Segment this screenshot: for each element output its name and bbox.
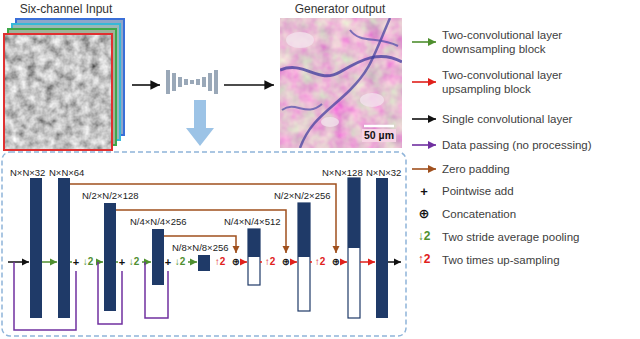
add-symbol: +: [420, 184, 428, 200]
add-symbol: +: [73, 256, 79, 269]
dimension-label: N×N×64: [49, 167, 84, 178]
legend-text: Two-convolutional layer downsampling blo…: [442, 28, 617, 56]
legend-entry: Two-convolutional layer upsampling block: [442, 68, 617, 96]
dimension-label: N×N×32: [10, 167, 45, 178]
concat-symbol: ⊕: [232, 256, 240, 268]
concat-symbol: ⊕: [282, 256, 290, 268]
pooling-symbol: ↓2: [175, 256, 186, 268]
upsample-symbol: ↑2: [315, 256, 326, 268]
dimension-label: N×N×32: [366, 167, 401, 178]
add-symbol: +: [165, 256, 171, 269]
legend-text: Zero padding: [442, 162, 617, 176]
concat-symbol: ⊕: [419, 206, 430, 222]
legend-entry: Concatenation: [442, 207, 617, 221]
dimension-label: N/4×N/4×512: [224, 216, 281, 227]
dimension-label: N/8×N/8×256: [172, 242, 229, 253]
pooling-symbol: ↓2: [129, 256, 140, 268]
input-image-stack: Six-channel Input: [4, 2, 130, 152]
image-heading: Six-channel Input: [4, 2, 128, 16]
dimension-label: N/4×N/4×256: [130, 216, 187, 227]
legend-entry: Pointwise add: [442, 184, 617, 198]
add-symbol: +: [119, 256, 125, 269]
flow-arrow: [132, 85, 274, 86]
upsample-symbol: ↑2: [265, 256, 276, 268]
dimension-label: N/2×N/2×128: [82, 190, 139, 201]
legend-text: Concatenation: [442, 207, 617, 221]
legend-text: Two times up-sampling: [442, 253, 617, 267]
legend-text: Pointwise add: [442, 184, 617, 198]
legend-text: Data passing (no processing): [442, 138, 617, 152]
legend-text: Single convolutional layer: [442, 112, 617, 126]
output-image: Generator output 50 µm: [276, 2, 406, 150]
legend-text: Two stride average pooling: [442, 230, 617, 244]
dimension-label: N/2×N/2×256: [274, 190, 331, 201]
legend-entry: Single convolutional layer: [442, 112, 617, 126]
legend-entry: Data passing (no processing): [442, 138, 617, 152]
pooling-symbol: ↓2: [83, 256, 94, 268]
dimension-label: N×N×128: [322, 167, 363, 178]
upsample-symbol: ↑2: [215, 256, 226, 268]
concat-symbol: ⊕: [332, 256, 340, 268]
scale-label: 50 µm: [362, 129, 396, 142]
legend-entry: Two-convolutional layer downsampling blo…: [442, 28, 617, 56]
legend-entry: Two stride average pooling: [442, 230, 617, 244]
legend-entry: Two times up-sampling: [442, 253, 617, 267]
image-heading: Generator output: [276, 2, 404, 16]
legend-entry: Zero padding: [442, 162, 617, 176]
legend-text: Two-convolutional layer upsampling block: [442, 68, 617, 96]
upsample-symbol: ↑2: [418, 252, 431, 266]
pooling-symbol: ↓2: [418, 229, 431, 243]
